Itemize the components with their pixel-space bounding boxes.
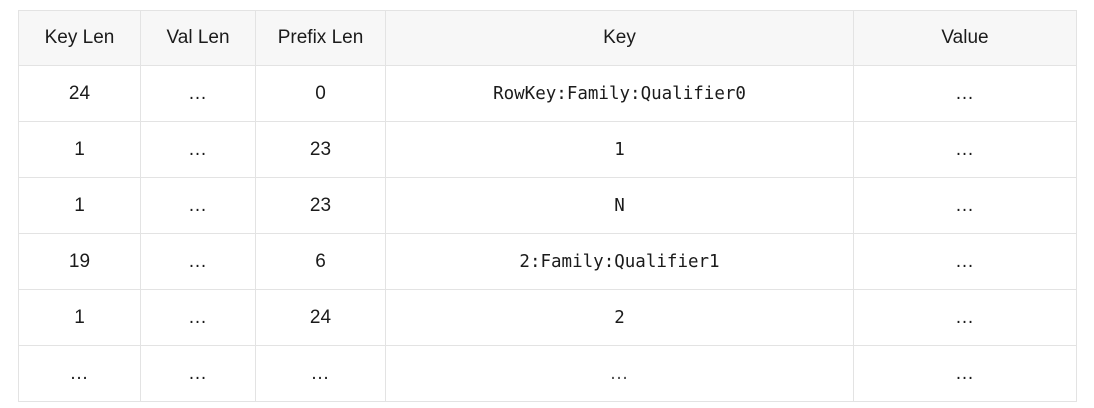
table-header: Key Len Val Len Prefix Len Key Value (18, 10, 1077, 66)
cell-prefix-len: 6 (255, 233, 386, 290)
cell-prefix-len: … (255, 345, 386, 402)
table-row: 24 … 0 RowKey:Family:Qualifier0 … (18, 65, 1077, 122)
cell-prefix-len: 23 (255, 177, 386, 234)
cell-value: … (853, 65, 1077, 122)
data-table-container: Key Len Val Len Prefix Len Key Value 24 … (18, 10, 1077, 402)
cell-value: … (853, 289, 1077, 346)
cell-val-len: … (140, 289, 256, 346)
table-header-row: Key Len Val Len Prefix Len Key Value (18, 10, 1077, 66)
cell-prefix-len: 24 (255, 289, 386, 346)
cell-val-len: … (140, 121, 256, 178)
table-row: 1 … 23 1 … (18, 121, 1077, 178)
table-row: 1 … 23 N … (18, 177, 1077, 234)
column-header-value: Value (853, 10, 1077, 66)
cell-key: N (385, 177, 854, 234)
cell-key: 2 (385, 289, 854, 346)
cell-key: … (385, 345, 854, 402)
cell-val-len: … (140, 177, 256, 234)
key-value-encoding-table: Key Len Val Len Prefix Len Key Value 24 … (18, 10, 1077, 402)
cell-prefix-len: 23 (255, 121, 386, 178)
cell-key-len: … (18, 345, 141, 402)
cell-key-len: 24 (18, 65, 141, 122)
cell-prefix-len: 0 (255, 65, 386, 122)
table-row: … … … … … (18, 345, 1077, 402)
cell-key-len: 1 (18, 289, 141, 346)
table-row: 19 … 6 2:Family:Qualifier1 … (18, 233, 1077, 290)
cell-key-len: 1 (18, 121, 141, 178)
cell-val-len: … (140, 345, 256, 402)
table-row: 1 … 24 2 … (18, 289, 1077, 346)
cell-key: 2:Family:Qualifier1 (385, 233, 854, 290)
cell-value: … (853, 233, 1077, 290)
column-header-key: Key (385, 10, 854, 66)
cell-val-len: … (140, 233, 256, 290)
column-header-prefix-len: Prefix Len (255, 10, 386, 66)
cell-key-len: 1 (18, 177, 141, 234)
cell-key: RowKey:Family:Qualifier0 (385, 65, 854, 122)
cell-value: … (853, 121, 1077, 178)
table-body: 24 … 0 RowKey:Family:Qualifier0 … 1 … 23… (18, 65, 1077, 402)
cell-key-len: 19 (18, 233, 141, 290)
cell-value: … (853, 345, 1077, 402)
cell-val-len: … (140, 65, 256, 122)
column-header-key-len: Key Len (18, 10, 141, 66)
column-header-val-len: Val Len (140, 10, 256, 66)
cell-value: … (853, 177, 1077, 234)
cell-key: 1 (385, 121, 854, 178)
